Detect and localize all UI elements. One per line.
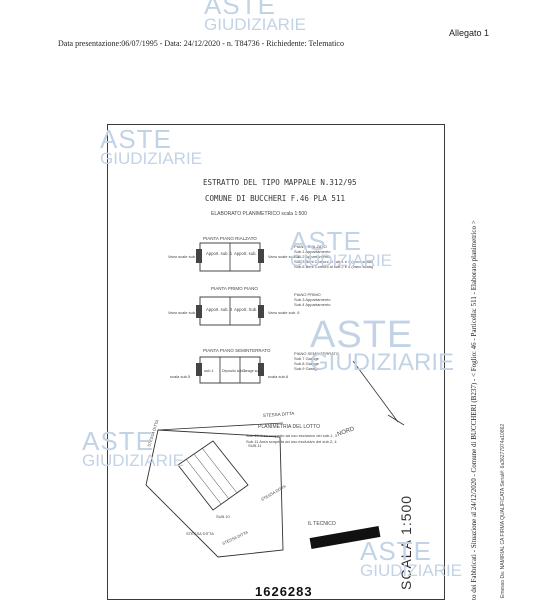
stessa-ditta-right: STESSA DITTA xyxy=(260,483,287,501)
lot-title: PLANIMETRIA DEL LOTTO xyxy=(258,424,320,430)
floor-1-stair-right xyxy=(258,249,264,263)
floor-3-unit-3: Garage sub.3 xyxy=(242,369,263,373)
stessa-ditta-bottom-2: STESSA DITTA xyxy=(221,529,249,545)
floor-3-unit-1: sub.1 xyxy=(204,368,215,373)
signature-side-text: Emesso Da: NAMIRIAL CA FIRMA QUALIFICATA… xyxy=(500,423,506,598)
svg-text:PIANO PRIMO: PIANO PRIMO xyxy=(294,292,321,297)
floor-3-right-note: scala sub.6 xyxy=(268,374,289,379)
floor-2-right-note: Vano scale sub. 6 xyxy=(268,310,300,315)
stessa-ditta-top: STESSA DITTA xyxy=(263,411,295,418)
scanned-plan-frame: ESTRATTO DEL TIPO MAPPALE N.312/95 COMUN… xyxy=(107,124,445,600)
stessa-ditta-bottom: STESSA DITTA xyxy=(186,531,214,536)
floor-2-left-note: Vano scale sub.5 xyxy=(168,310,199,315)
allegato-label: Allegato 1 xyxy=(449,28,490,38)
scala-label: SCALA 1:500 xyxy=(398,494,414,590)
svg-text:Sub.2 Appartamento: Sub.2 Appartamento xyxy=(294,254,331,259)
lot-note-1: Sub.10 Area scoperto ad uso esclusivo de… xyxy=(246,433,338,438)
floor-1-unit-1: Apport. sub. 1 xyxy=(206,251,233,256)
floor-3-unit-2: Deposito sub.2 xyxy=(222,369,245,373)
plan-title-1: ESTRATTO DEL TIPO MAPPALE N.312/95 xyxy=(203,178,357,187)
watermark-aste: ASTE xyxy=(204,0,276,20)
svg-text:Sub.8 Garage: Sub.8 Garage xyxy=(294,361,320,366)
legend-3: PIANO SEMINTERRATO Sub.7 Garage Sub.8 Ga… xyxy=(294,351,339,371)
catasto-side-text: to dei Fabbricati - Situazione al 24/12/… xyxy=(470,220,478,600)
svg-text:Sub.1 Appartamento: Sub.1 Appartamento xyxy=(294,249,331,254)
legend-1: PIANO RIALZATO Sub.1 Appartamento Sub.2 … xyxy=(294,244,374,269)
svg-text:Sub.9 Garage: Sub.9 Garage xyxy=(294,366,320,371)
watermark-logo-top: ASTE GIUDIZIARIE xyxy=(204,0,307,35)
svg-text:Sub.4 Appartamento: Sub.4 Appartamento xyxy=(294,302,331,307)
sub10-label: SUB.10 xyxy=(216,514,231,519)
floor-2-name: PIANTA PRIMO PIANO xyxy=(211,286,258,291)
lot-outline xyxy=(145,429,284,558)
plan-drawing: ESTRATTO DEL TIPO MAPPALE N.312/95 COMUN… xyxy=(145,178,405,558)
svg-text:PIANO RIALZATO: PIANO RIALZATO xyxy=(294,244,327,249)
svg-text:Sub.3 Beni Comuni al sub.1 e 3: Sub.3 Beni Comuni al sub.1 e 3 (vano sca… xyxy=(294,259,374,264)
stamp-number: 1626283 xyxy=(255,584,313,599)
floor-1-right-note: Vano scale sub. 3 xyxy=(268,254,300,259)
floor-1-unit-2: Apport. sub. 2 xyxy=(234,251,261,256)
floor-3-name: PIANTA PIANO SEMINTERRATO xyxy=(203,348,271,353)
north-line xyxy=(352,360,399,423)
submission-line: Data presentazione:06/07/1995 - Data: 24… xyxy=(58,39,344,48)
svg-text:Sub.3 Appartamento: Sub.3 Appartamento xyxy=(294,297,331,302)
legend-2: PIANO PRIMO Sub.3 Appartamento Sub.4 App… xyxy=(294,292,331,307)
watermark-giudiziarie: GIUDIZIARIE xyxy=(204,15,307,35)
building-footprint xyxy=(177,440,249,511)
tecnico-label: IL TECNICO xyxy=(308,521,336,527)
plan-title-2: COMUNE DI BUCCHERI F.46 PLA 511 xyxy=(205,194,345,203)
svg-text:Sub.6 Beni Comuni al sub.2 e 4: Sub.6 Beni Comuni al sub.2 e 4 (vano sca… xyxy=(294,264,374,269)
floor-2-unit-2: Apport. Sub. 4 xyxy=(234,307,261,312)
sub11-label: SUB.11 xyxy=(248,443,262,448)
floor-2-unit-1: Apport. sub. 3 xyxy=(206,307,233,312)
lot-note-2: Sub.11 Area scoperta ad uso esclusivo de… xyxy=(246,439,337,444)
nord-label: NORD xyxy=(337,426,356,438)
svg-text:PIANO SEMINTERRATO: PIANO SEMINTERRATO xyxy=(294,351,339,356)
floor-1-name: PIANTA PIANO RIALZATO xyxy=(203,236,257,241)
plan-subtitle: ELABORATO PLANIMETRICO scala 1:500 xyxy=(211,211,307,217)
svg-text:Sub.7 Garage: Sub.7 Garage xyxy=(294,356,320,361)
floor-1-left-note: Vano scale sub. 3 xyxy=(168,254,200,259)
floor-3-left-note: scala sub.5 xyxy=(170,374,191,379)
floor-1-stair-left xyxy=(196,249,202,263)
